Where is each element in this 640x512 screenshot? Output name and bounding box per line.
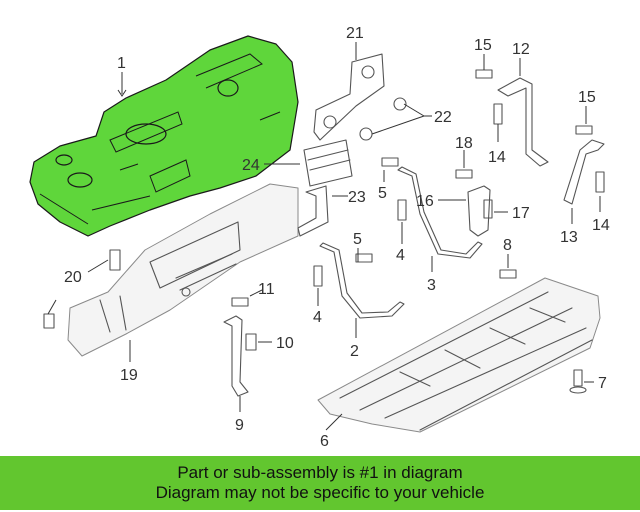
fasteners xyxy=(43,69,605,394)
skid-plate[interactable] xyxy=(317,277,601,433)
callout-14b[interactable]: 14 xyxy=(592,217,610,234)
callout-labels: 1 21 22 24 23 5 5 4 4 3 2 11 10 9 19 20 … xyxy=(64,25,610,450)
callout-4b[interactable]: 4 xyxy=(313,309,322,326)
tank-strap-3[interactable] xyxy=(397,166,483,259)
bracket-16[interactable] xyxy=(467,185,491,237)
banner-line-1: Part or sub-assembly is #1 in diagram xyxy=(177,463,463,482)
callout-5b[interactable]: 5 xyxy=(353,231,362,248)
callout-3[interactable]: 3 xyxy=(427,277,436,294)
info-banner: Part or sub-assembly is #1 in diagram Di… xyxy=(0,456,640,510)
callout-14a[interactable]: 14 xyxy=(488,149,506,166)
callout-23[interactable]: 23 xyxy=(348,189,366,206)
banner-line-2: Diagram may not be specific to your vehi… xyxy=(155,483,485,502)
callout-9[interactable]: 9 xyxy=(235,417,244,434)
callout-17[interactable]: 17 xyxy=(512,205,530,222)
callout-4a[interactable]: 4 xyxy=(396,247,405,264)
leader-lines xyxy=(47,42,601,431)
tank-strap-13[interactable] xyxy=(563,139,605,205)
callout-18[interactable]: 18 xyxy=(455,135,473,152)
callout-7[interactable]: 7 xyxy=(598,375,607,392)
callout-22[interactable]: 22 xyxy=(434,109,452,126)
callout-10[interactable]: 10 xyxy=(276,335,294,352)
callout-16[interactable]: 16 xyxy=(416,193,434,210)
callout-19[interactable]: 19 xyxy=(120,367,138,384)
shield-24[interactable] xyxy=(303,139,353,187)
callout-20[interactable]: 20 xyxy=(64,269,82,286)
callout-6[interactable]: 6 xyxy=(320,433,329,450)
callout-24[interactable]: 24 xyxy=(242,157,260,174)
callout-11[interactable]: 11 xyxy=(258,281,275,298)
callout-21[interactable]: 21 xyxy=(346,25,364,42)
callout-15a[interactable]: 15 xyxy=(474,37,492,54)
bracket-21[interactable] xyxy=(313,53,385,141)
parts-diagram: 1 21 22 24 23 5 5 4 4 3 2 11 10 9 19 20 … xyxy=(29,25,610,450)
callout-2[interactable]: 2 xyxy=(350,343,359,360)
callout-12[interactable]: 12 xyxy=(512,41,530,58)
callout-15b[interactable]: 15 xyxy=(578,89,596,106)
tank-strap-12[interactable] xyxy=(497,77,549,167)
bracket-9[interactable] xyxy=(223,315,249,397)
callout-13[interactable]: 13 xyxy=(560,229,578,246)
bracket-23[interactable] xyxy=(297,185,329,237)
heat-shield[interactable] xyxy=(67,183,299,357)
callout-1[interactable]: 1 xyxy=(117,55,126,72)
fuel-tank[interactable] xyxy=(29,35,299,237)
tank-strap-2[interactable] xyxy=(319,242,405,319)
callout-8[interactable]: 8 xyxy=(503,237,512,254)
callout-5a[interactable]: 5 xyxy=(378,185,387,202)
